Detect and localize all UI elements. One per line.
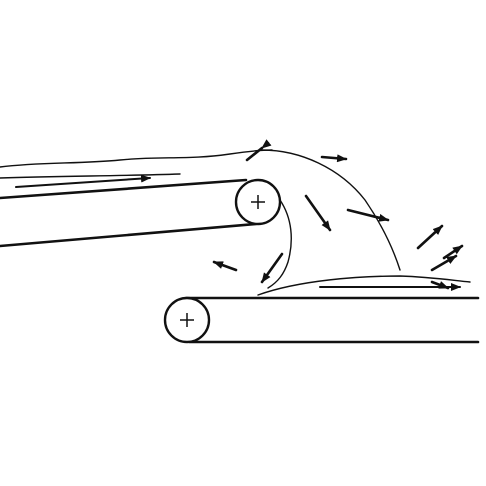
scatter-arrow-9 bbox=[430, 280, 450, 290]
upper-belt-bottom-run bbox=[0, 222, 258, 248]
incoming-stream-outline bbox=[0, 149, 273, 168]
trajectory-inner bbox=[267, 199, 292, 289]
scatter-arrow-7 bbox=[212, 260, 238, 272]
upper-belt-top-run bbox=[0, 178, 248, 200]
scatter-arrow-5 bbox=[416, 224, 444, 250]
scatter-arrows bbox=[212, 139, 464, 290]
scatter-arrow-3 bbox=[304, 194, 332, 232]
lower-roller bbox=[163, 296, 211, 344]
incoming-stream-lower-edge bbox=[0, 173, 181, 179]
lower-belt bbox=[184, 275, 480, 344]
upper-roller bbox=[234, 178, 282, 226]
scatter-arrow-4 bbox=[346, 208, 390, 222]
scatter-arrow-1 bbox=[245, 139, 272, 162]
trajectory-outer bbox=[261, 149, 401, 271]
scatter-arrow-8 bbox=[260, 252, 284, 284]
scatter-arrow-6 bbox=[430, 254, 458, 272]
scatter-arrow-10 bbox=[442, 244, 464, 260]
upper-belt bbox=[0, 174, 258, 248]
lower-belt-landing-pile bbox=[257, 275, 471, 296]
upper-belt-flow-arrow bbox=[15, 174, 151, 188]
scatter-arrow-2 bbox=[320, 154, 348, 163]
